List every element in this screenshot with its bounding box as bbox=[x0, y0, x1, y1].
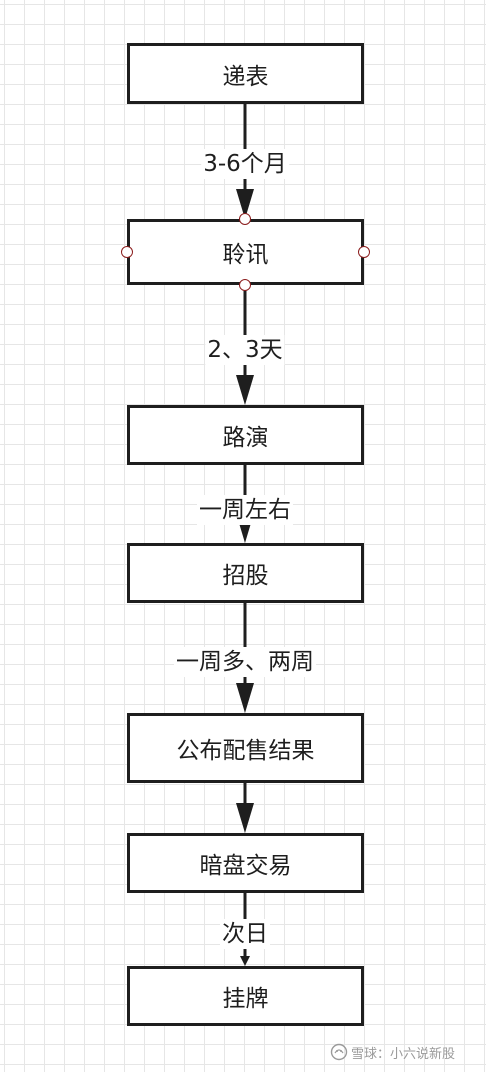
node-listing-hearing[interactable]: 聆讯 bbox=[127, 219, 364, 285]
node-ipo-subscription[interactable]: 招股 bbox=[127, 543, 364, 603]
edge-label-duration: 一周左右 bbox=[197, 495, 293, 525]
edge-label-duration: 3-6个月 bbox=[201, 149, 289, 179]
arrowhead bbox=[240, 956, 250, 966]
snowball-icon bbox=[330, 1043, 348, 1061]
arrowhead bbox=[236, 189, 254, 219]
arrowhead bbox=[236, 803, 254, 833]
connection-handle-bottom[interactable] bbox=[239, 279, 251, 291]
watermark-text: 雪球：小六说新股 bbox=[351, 1046, 456, 1062]
connection-handle-right[interactable] bbox=[358, 246, 370, 258]
connection-handle-top[interactable] bbox=[239, 213, 251, 225]
edge-label-duration: 2、3天 bbox=[205, 335, 285, 365]
edge-label-duration: 次日 bbox=[220, 919, 270, 949]
watermark: 雪球：小六说新股 bbox=[330, 1040, 480, 1064]
connection-handle-left[interactable] bbox=[121, 246, 133, 258]
arrowhead bbox=[236, 375, 254, 405]
node-submit-application[interactable]: 递表 bbox=[127, 43, 364, 104]
edge-label-duration: 一周多、两周 bbox=[174, 647, 316, 677]
node-allotment-results[interactable]: 公布配售结果 bbox=[127, 713, 364, 783]
node-listing-debut[interactable]: 挂牌 bbox=[127, 966, 364, 1026]
node-grey-market-trading[interactable]: 暗盘交易 bbox=[127, 833, 364, 893]
arrowhead bbox=[236, 683, 254, 713]
node-roadshow[interactable]: 路演 bbox=[127, 405, 364, 465]
